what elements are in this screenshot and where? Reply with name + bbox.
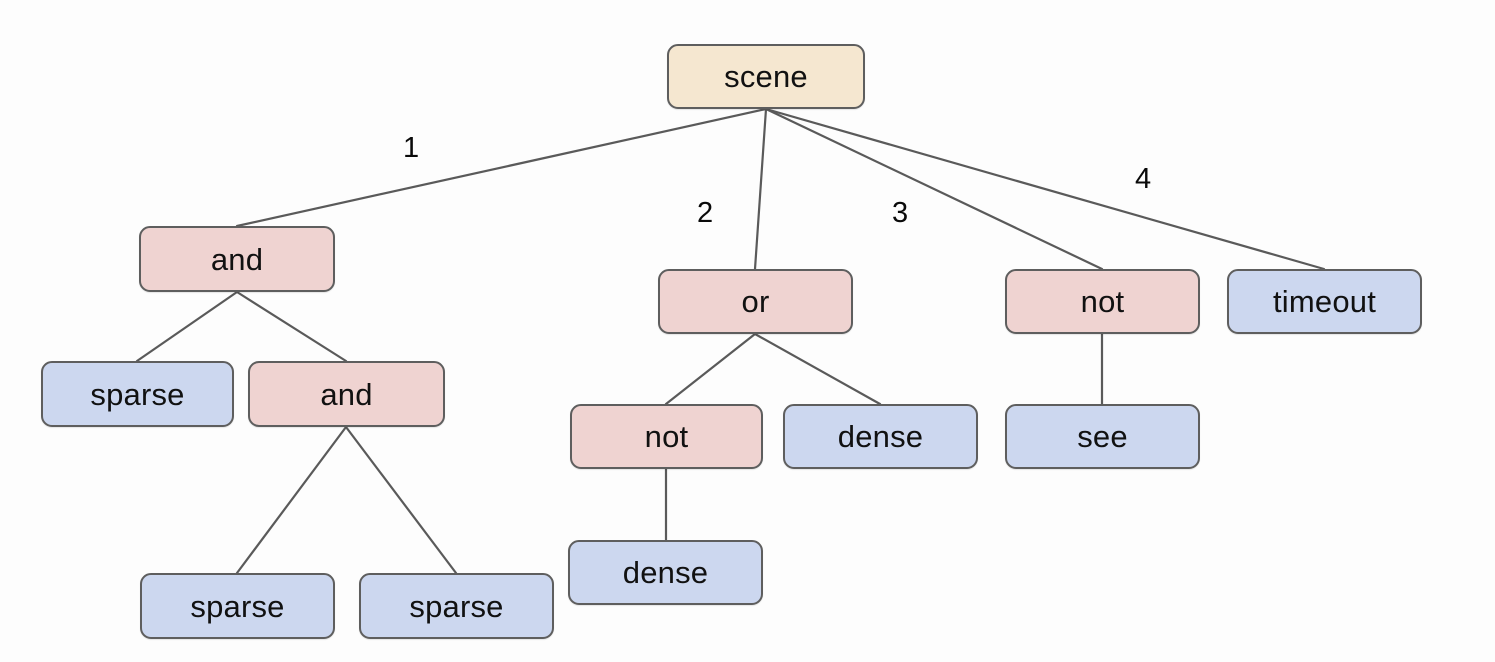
tree-node-timeout1[interactable]: timeout (1227, 269, 1422, 334)
tree-edge-scene-to-not2 (764, 107, 1104, 271)
edge-label-2: 2 (697, 197, 714, 229)
tree-node-label: sparse (90, 376, 185, 412)
tree-node-scene[interactable]: scene (667, 44, 865, 109)
tree-node-dense2[interactable]: dense (568, 540, 763, 605)
tree-edge-or1-to-not1 (664, 332, 757, 406)
tree-node-label: dense (837, 419, 924, 454)
tree-node-label: timeout (1272, 284, 1377, 319)
tree-node-sparse2[interactable]: sparse (140, 573, 335, 639)
tree-node-label: sparse (409, 588, 504, 624)
tree-node-label: and (320, 376, 373, 412)
tree-edge-scene-to-or1 (753, 107, 768, 271)
edge-label-4: 4 (1135, 163, 1152, 195)
tree-edge-scene-to-and1 (235, 107, 768, 228)
tree-edge-and1-to-and2 (235, 290, 348, 363)
tree-node-not2[interactable]: not (1005, 269, 1200, 334)
tree-edge-and2-to-sparse3 (344, 425, 458, 575)
tree-node-not1[interactable]: not (570, 404, 763, 469)
edge-label-3: 3 (892, 197, 909, 229)
tree-node-sparse3[interactable]: sparse (359, 573, 554, 639)
tree-node-and1[interactable]: and (139, 226, 335, 292)
tree-node-or1[interactable]: or (658, 269, 853, 334)
tree-edge-and1-to-sparse1 (135, 290, 239, 363)
tree-node-label: dense (622, 555, 709, 590)
tree-node-label: and (210, 241, 264, 277)
edge-label-1: 1 (403, 132, 420, 164)
tree-node-label: or (741, 284, 770, 319)
tree-node-label: see (1077, 419, 1128, 454)
tree-edge-and2-to-sparse2 (235, 425, 348, 575)
tree-node-label: scene (724, 59, 808, 94)
tree-edge-scene-to-timeout1 (764, 107, 1326, 271)
tree-node-label: not (1080, 284, 1125, 319)
tree-node-label: not (644, 419, 689, 454)
tree-node-sparse1[interactable]: sparse (41, 361, 234, 427)
tree-node-dense1[interactable]: dense (783, 404, 978, 469)
tree-node-and2[interactable]: and (248, 361, 445, 427)
tree-node-see1[interactable]: see (1005, 404, 1200, 469)
tree-node-label: sparse (190, 588, 285, 624)
tree-edge-or1-to-dense1 (753, 332, 882, 406)
